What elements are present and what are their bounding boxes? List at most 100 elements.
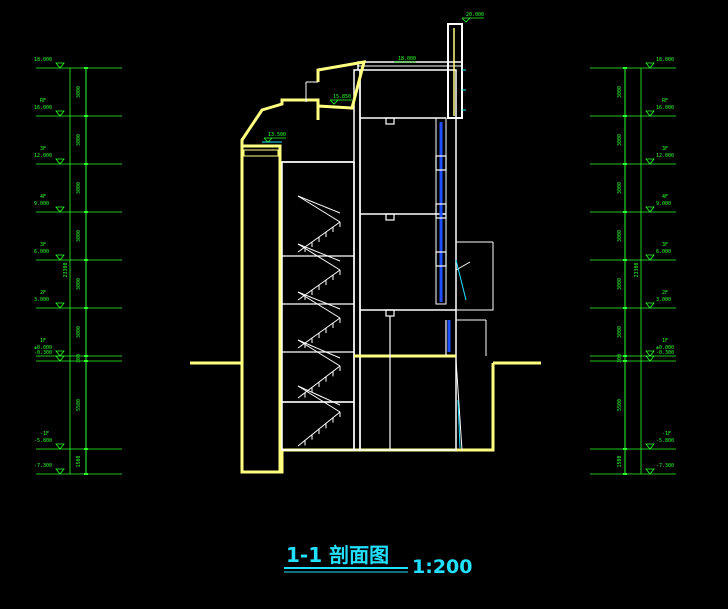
section-elevation-roof-mid: 15.850 [329, 94, 352, 105]
dimension-label: 300 [617, 354, 623, 363]
dimension-label: 3000 [617, 230, 623, 242]
dimension-label: 1500 [617, 455, 623, 467]
level-floor-label: 3F [40, 242, 46, 248]
right-canopy [455, 241, 494, 451]
level-marker: 4F9.000 [590, 194, 676, 213]
level-elevation-label: ±0.000 [34, 345, 52, 351]
level-floor-label: 2F [40, 290, 46, 296]
level-marker: -0.300 [34, 350, 122, 362]
dimension-label: 3000 [617, 182, 623, 194]
level-marker: -7.300 [590, 463, 676, 475]
right-dimension-column: 18.000RF16.0003F12.0004F9.0003F6.0002F3.… [590, 57, 676, 475]
level-marker: 18.000 [34, 57, 122, 69]
level-floor-label: 2F [662, 290, 668, 296]
dimension-label: 3000 [617, 134, 623, 146]
level-elevation-label: -7.300 [34, 463, 52, 469]
staircase [282, 195, 354, 451]
dimension-label: 3000 [617, 86, 623, 98]
dimension-label: 3000 [76, 134, 82, 146]
level-marker: 1F±0.000 [34, 338, 122, 357]
level-marker: -1F-5.800 [34, 431, 122, 450]
level-elevation-label: 3.000 [656, 297, 671, 303]
svg-text:18.000: 18.000 [398, 56, 416, 62]
stair-flight [297, 195, 341, 214]
stair-shaft [281, 161, 355, 451]
level-marker: 3F6.000 [590, 242, 676, 261]
stair-flight [297, 339, 341, 359]
dimension-label: 3000 [76, 182, 82, 194]
dimension-label: 3000 [76, 326, 82, 338]
level-floor-label: 1F [40, 338, 46, 344]
level-elevation-label: 3.000 [34, 297, 49, 303]
level-marker: -7.300 [34, 463, 122, 475]
level-elevation-label: -0.300 [656, 350, 674, 356]
roof-slope [316, 60, 367, 110]
level-elevation-label: 16.000 [34, 105, 52, 111]
core-wall-left [240, 144, 282, 474]
svg-text:13.500: 13.500 [268, 132, 286, 138]
level-elevation-label: 9.000 [656, 201, 671, 207]
drawing-title: 1-1 剖面图 [286, 543, 389, 567]
dimension-label: 3000 [76, 278, 82, 290]
roof-tower [447, 23, 463, 119]
level-floor-label: 1F [662, 338, 668, 344]
dimension-label: 300 [76, 354, 82, 363]
level-marker: 1F±0.000 [590, 338, 676, 357]
section-elevation-roof-left: 13.500 [263, 132, 286, 143]
stair-flight [297, 291, 341, 310]
svg-text:20.000: 20.000 [466, 12, 484, 18]
dimension-label: 3000 [617, 278, 623, 290]
stair-flight [297, 385, 341, 406]
stair-flight [297, 243, 341, 262]
drawing-title-block: 1-1 剖面图 1:200 [284, 543, 472, 578]
level-elevation-label: -5.800 [656, 438, 674, 444]
building-section: 20.000 18.000 15.850 13.500 [190, 12, 541, 474]
dimension-label: 1500 [76, 455, 82, 467]
level-marker: -1F-5.800 [590, 431, 676, 450]
section-elevation-roof-right: 18.000 [394, 56, 416, 63]
svg-text:15.850: 15.850 [333, 94, 351, 100]
level-floor-label: -1F [662, 431, 671, 437]
level-elevation-label: 18.000 [34, 57, 52, 63]
level-floor-label: 3F [40, 146, 46, 152]
level-floor-label: 3F [662, 146, 668, 152]
level-elevation-label: 16.000 [656, 105, 674, 111]
dimension-label: 5500 [76, 399, 82, 411]
level-elevation-label: -7.300 [656, 463, 674, 469]
level-elevation-label: -5.800 [34, 438, 52, 444]
level-marker: 18.000 [590, 57, 676, 69]
dimension-label: 3000 [76, 230, 82, 242]
level-floor-label: 4F [40, 194, 46, 200]
dimension-label: 3000 [76, 86, 82, 98]
level-elevation-label: 6.000 [34, 249, 49, 255]
level-elevation-label: -0.300 [34, 350, 52, 356]
section-elevation-top: 20.000 [461, 12, 484, 23]
level-floor-label: 4F [662, 194, 668, 200]
dimension-label: 3000 [617, 326, 623, 338]
level-marker: 2F3.000 [34, 290, 122, 309]
level-floor-label: -1F [40, 431, 49, 437]
level-floor-label: RF [40, 98, 46, 104]
level-elevation-label: 6.000 [656, 249, 671, 255]
level-marker: -0.300 [590, 350, 676, 362]
level-floor-label: 3F [662, 242, 668, 248]
level-elevation-label: 9.000 [34, 201, 49, 207]
left-dimension-column: 18.000RF16.0003F12.0004F9.0003F6.0002F3.… [34, 57, 122, 475]
level-marker: 3F6.000 [34, 242, 122, 261]
roof-curve-left [240, 98, 320, 146]
dimension-label: 5500 [617, 399, 623, 411]
total-dimension-label: 23300 [63, 262, 69, 277]
middle-wall [353, 69, 361, 451]
level-elevation-label: 18.000 [656, 57, 674, 63]
level-marker: 2F3.000 [590, 290, 676, 309]
level-elevation-label: 12.000 [656, 153, 674, 159]
curtain-wall [435, 117, 451, 352]
level-elevation-label: 12.000 [34, 153, 52, 159]
level-floor-label: RF [662, 98, 668, 104]
level-elevation-label: ±0.000 [656, 345, 674, 351]
